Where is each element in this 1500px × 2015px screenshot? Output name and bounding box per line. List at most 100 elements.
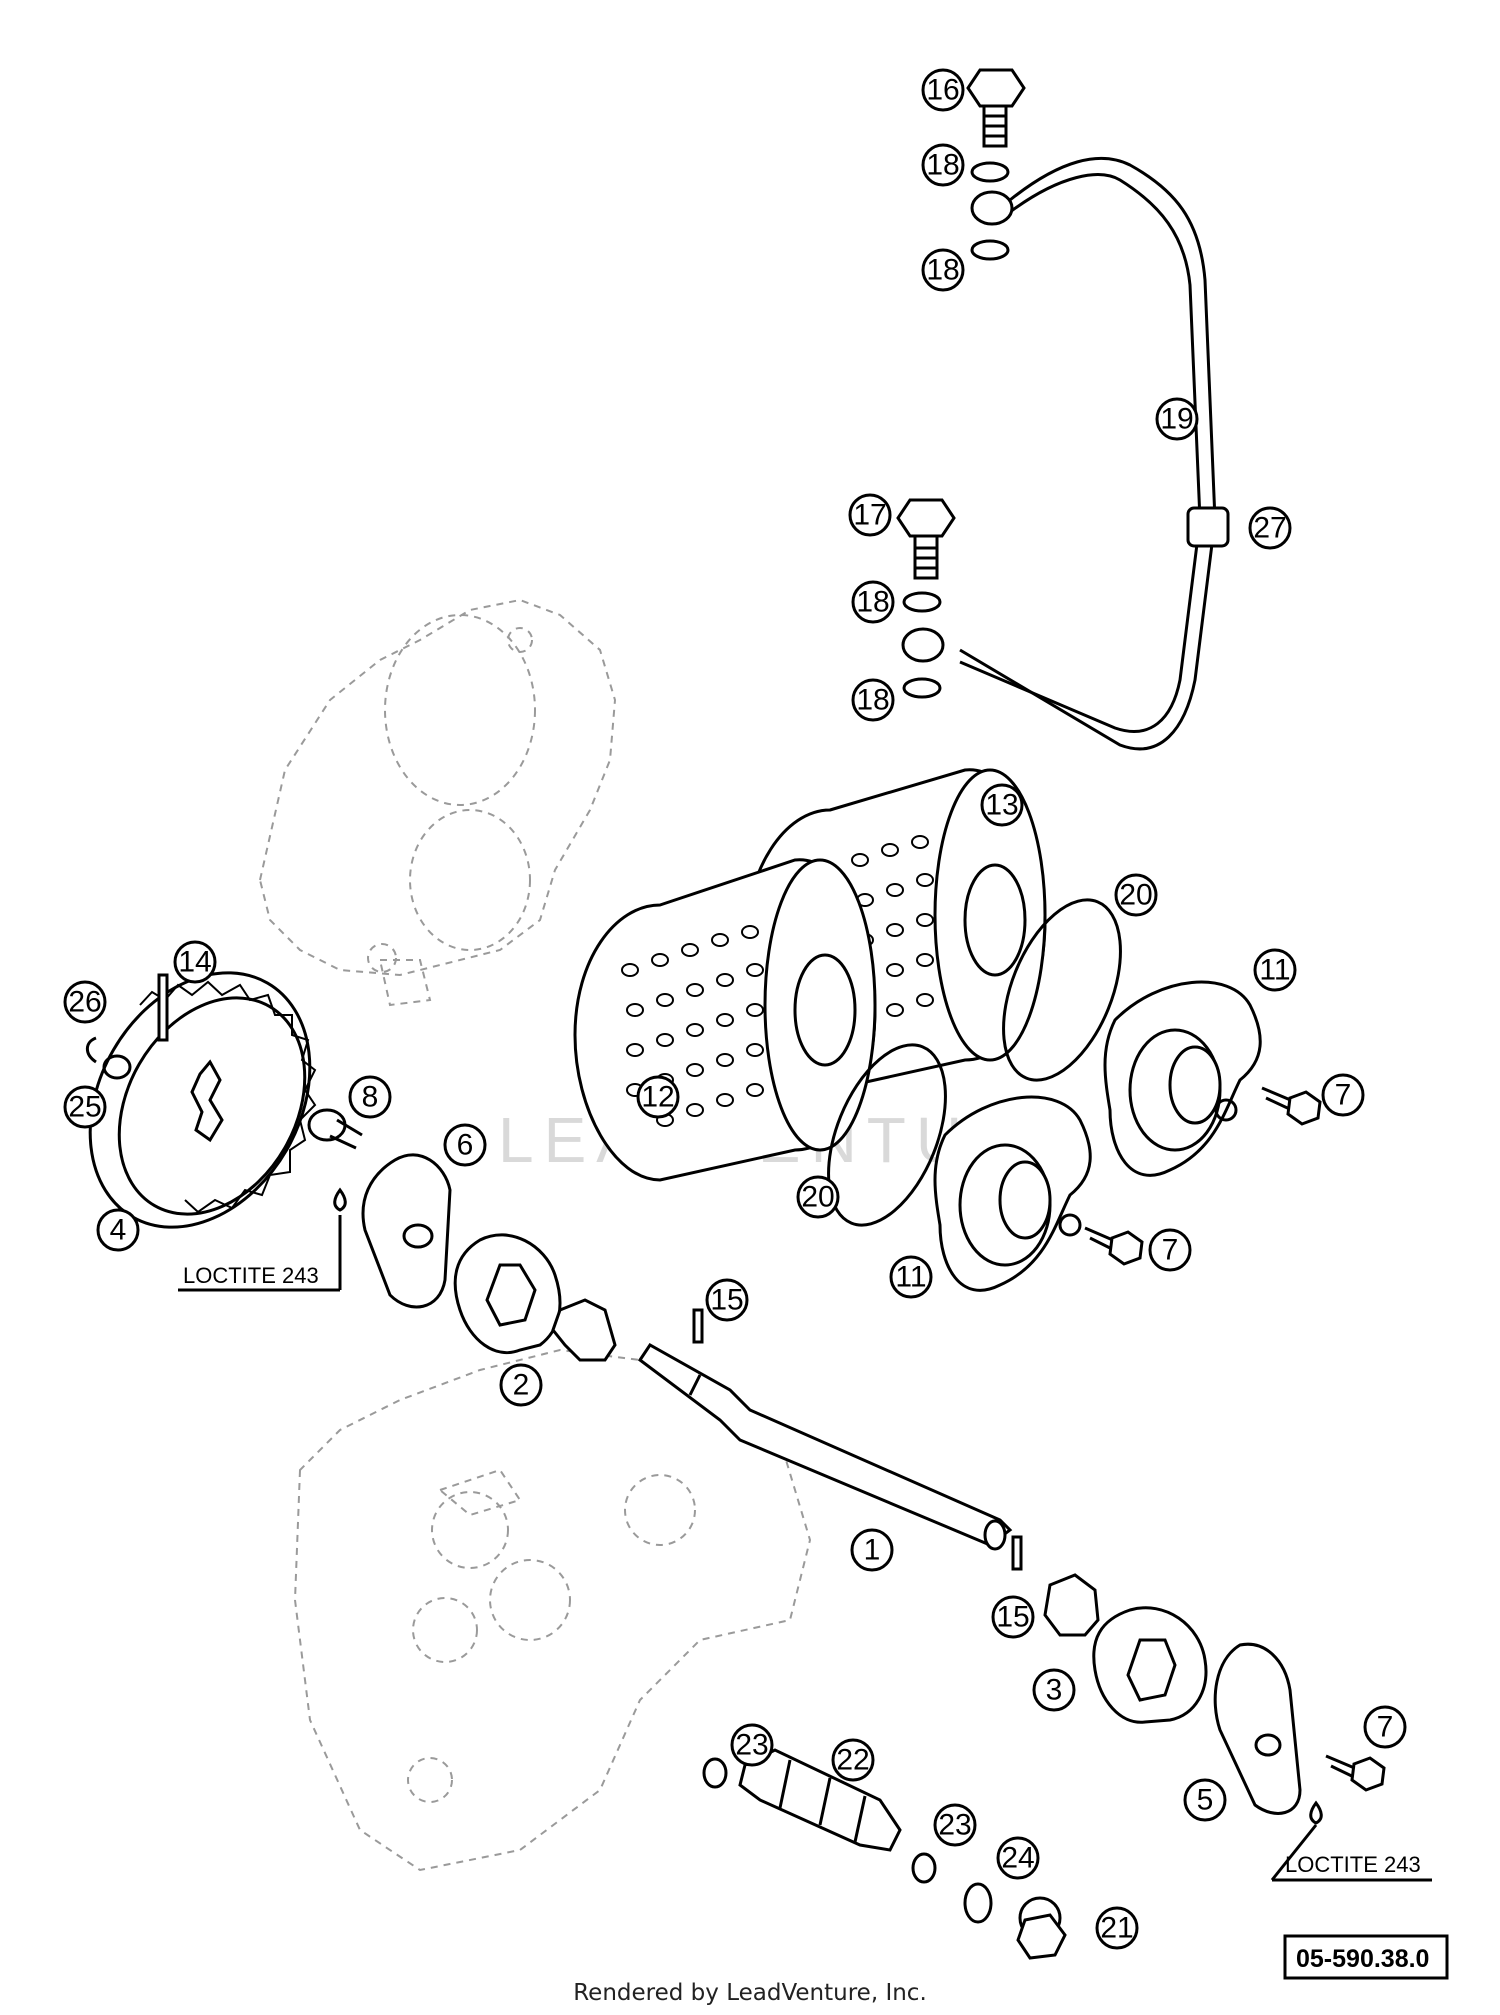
callout-13: 13 — [980, 783, 1024, 827]
diagram-code: 05-590.38.0 — [1296, 1945, 1429, 1973]
pump-rotor-outer — [1092, 1606, 1208, 1724]
loctite-note-right: LOCTITE 243 — [1270, 1824, 1432, 1882]
callout-20: 20 — [1114, 873, 1158, 917]
callout-6: 6 — [443, 1123, 487, 1167]
oil-pump-gear — [88, 971, 317, 1229]
filter-cover-front — [933, 1095, 1092, 1292]
engine-case-upper-outline — [258, 598, 617, 1007]
callout-7: 7 — [1148, 1228, 1192, 1272]
svg-text:12: 12 — [641, 1081, 674, 1114]
filter-cover-rear — [1103, 980, 1262, 1177]
callout-19: 19 — [1155, 397, 1199, 441]
callout-18: 18 — [851, 678, 895, 722]
svg-text:4: 4 — [110, 1214, 127, 1247]
banjo-bolt-lower — [896, 498, 956, 580]
callout-24: 24 — [996, 1836, 1040, 1880]
svg-text:17: 17 — [853, 499, 886, 532]
svg-text:14: 14 — [178, 946, 211, 979]
loctite-label: LOCTITE 243 — [1285, 1852, 1421, 1877]
callout-27: 27 — [1248, 506, 1292, 550]
callout-21: 21 — [1095, 1906, 1139, 1950]
callout-15: 15 — [991, 1595, 1035, 1639]
washer-part — [902, 591, 942, 613]
pump-cover-plate — [1213, 1642, 1302, 1815]
loctite-drop — [1309, 1800, 1323, 1825]
callout-group: 16 18 18 19 27 17 18 18 13 20 11 7 12 20… — [63, 68, 1407, 1950]
grommet-part — [1186, 506, 1230, 548]
svg-text:7: 7 — [1377, 1711, 1394, 1744]
callout-4: 4 — [96, 1208, 140, 1252]
svg-text:7: 7 — [1162, 1234, 1179, 1267]
svg-text:22: 22 — [836, 1744, 869, 1777]
callout-17: 17 — [848, 493, 892, 537]
washer-part — [970, 161, 1010, 183]
svg-text:18: 18 — [926, 149, 959, 182]
svg-text:21: 21 — [1100, 1912, 1133, 1945]
callout-12: 12 — [636, 1075, 680, 1119]
callout-1: 1 — [850, 1528, 894, 1572]
svg-text:18: 18 — [856, 586, 889, 619]
cover-bolt-upper — [1261, 1086, 1322, 1126]
svg-text:18: 18 — [926, 254, 959, 287]
svg-text:25: 25 — [68, 1091, 101, 1124]
callout-2: 2 — [499, 1363, 543, 1407]
callout-25: 25 — [63, 1085, 107, 1129]
loctite-drop — [333, 1187, 347, 1212]
pump-rotor-inner — [551, 1298, 617, 1362]
washer-part — [102, 1054, 132, 1080]
svg-text:11: 11 — [1259, 954, 1290, 987]
banjo-fitting — [901, 627, 945, 663]
callout-18: 18 — [851, 580, 895, 624]
loctite-label: LOCTITE 243 — [183, 1263, 319, 1288]
o-ring-part — [1002, 898, 1122, 1082]
washer-part — [970, 239, 1010, 261]
svg-text:27: 27 — [1253, 512, 1286, 545]
svg-text:20: 20 — [1119, 879, 1152, 912]
callout-23: 23 — [730, 1723, 774, 1767]
callout-22: 22 — [831, 1738, 875, 1782]
callout-11: 11 — [889, 1255, 933, 1299]
svg-text:1: 1 — [864, 1534, 881, 1567]
callout-18: 18 — [921, 248, 965, 292]
pump-cover-plate — [361, 1153, 452, 1309]
svg-text:5: 5 — [1197, 1784, 1214, 1817]
svg-text:7: 7 — [1335, 1079, 1352, 1112]
svg-text:26: 26 — [68, 986, 101, 1019]
pin-part — [692, 1308, 704, 1344]
pump-shaft — [637, 1343, 1013, 1551]
callout-3: 3 — [1032, 1668, 1076, 1712]
drain-plug — [1016, 1896, 1067, 1960]
pin-part — [157, 973, 169, 1042]
footer-credit: Rendered by LeadVenture, Inc. — [573, 1980, 927, 2006]
callout-20: 20 — [796, 1175, 840, 1219]
svg-text:6: 6 — [457, 1129, 474, 1162]
svg-text:13: 13 — [985, 789, 1018, 822]
svg-text:2: 2 — [513, 1369, 530, 1402]
screw-part — [307, 1108, 363, 1150]
svg-text:24: 24 — [1001, 1842, 1034, 1875]
svg-text:3: 3 — [1046, 1674, 1063, 1707]
cover-bolt-lower — [1084, 1226, 1144, 1266]
pump-rotor-inner — [1043, 1573, 1100, 1637]
svg-text:15: 15 — [996, 1601, 1029, 1634]
oil-strainer — [738, 1748, 902, 1852]
diagram-code-box: 05-590.38.0 — [1283, 1934, 1449, 1980]
svg-text:15: 15 — [710, 1284, 743, 1317]
o-ring-part — [702, 1757, 728, 1789]
callout-5: 5 — [1183, 1778, 1227, 1822]
banjo-bolt-upper — [966, 68, 1026, 148]
svg-text:19: 19 — [1160, 403, 1193, 436]
svg-text:16: 16 — [926, 74, 959, 107]
callout-7: 7 — [1363, 1705, 1407, 1749]
callout-26: 26 — [63, 980, 107, 1024]
callout-23: 23 — [933, 1803, 977, 1847]
pin-part — [1011, 1535, 1023, 1571]
engine-case-lower-outline — [293, 1348, 812, 1872]
pump-cover-bolt — [1325, 1754, 1386, 1792]
callout-7: 7 — [1321, 1073, 1365, 1117]
svg-text:20: 20 — [801, 1181, 834, 1214]
svg-text:8: 8 — [362, 1081, 379, 1114]
callout-18: 18 — [921, 143, 965, 187]
oil-line-pipe — [959, 157, 1217, 751]
